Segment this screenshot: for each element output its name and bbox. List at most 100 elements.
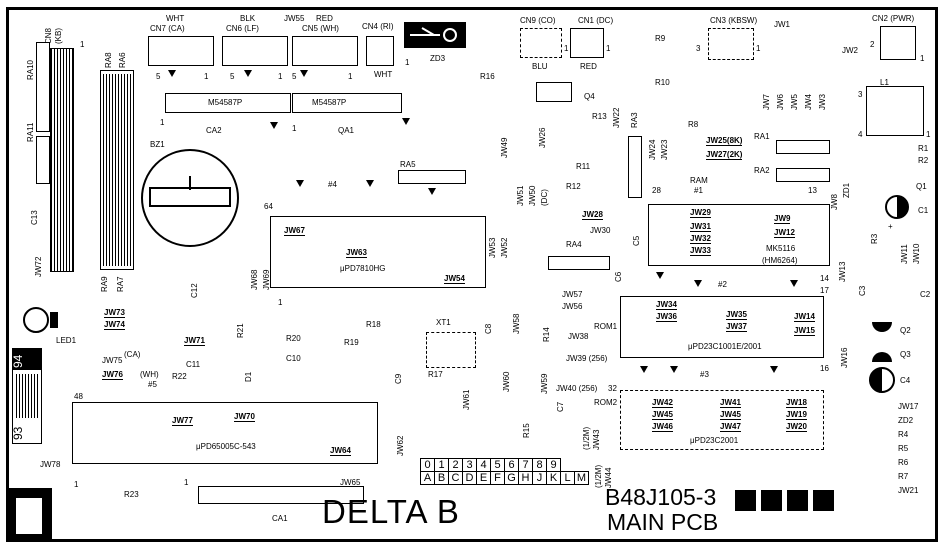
- c2-label: C2: [920, 290, 931, 299]
- upd7810hg-label: μPD7810HG: [340, 264, 386, 273]
- cn1-connector: [570, 28, 604, 58]
- qa1-marker: [402, 118, 410, 125]
- pin1-cn7: 1: [204, 72, 209, 81]
- jw72-label: JW72: [34, 256, 43, 277]
- jw61-label: JW61: [462, 389, 471, 410]
- jw27-label: JW27(2K): [706, 150, 743, 160]
- legend-digit-cell: 3: [462, 458, 477, 472]
- cn6-connector: [222, 36, 288, 66]
- q1-label: Q1: [916, 182, 927, 191]
- ra1-block: [776, 140, 830, 154]
- jw54-label: JW54: [444, 274, 465, 284]
- jw67-label: JW67: [284, 226, 305, 236]
- cn4-connector: [366, 36, 394, 66]
- jw57-label: JW57: [562, 290, 583, 299]
- legend-letter-cell: L: [560, 471, 575, 485]
- jw28-label: JW28: [582, 210, 603, 220]
- legend-digit-cell: 7: [518, 458, 533, 472]
- ra10-block: [36, 42, 50, 132]
- legend-digit-cell: 5: [490, 458, 505, 472]
- pin1-cn9: 1: [564, 44, 569, 53]
- jw65-label: JW65: [340, 478, 361, 487]
- jw31-label: JW31: [690, 222, 711, 232]
- pin28-label: 28: [652, 186, 661, 195]
- n93-label: 93: [11, 426, 25, 440]
- legend-letter-cell: D: [462, 471, 477, 485]
- ic-upd7810hg: [270, 216, 486, 288]
- revision-square-2: [761, 490, 782, 511]
- cpu-marker-2: [366, 180, 374, 187]
- legend-letter-cell: G: [504, 471, 519, 485]
- jw5-label: JW5: [790, 94, 799, 110]
- pin1-ca1: 1: [184, 478, 189, 487]
- jw20-label: JW20: [786, 422, 807, 432]
- jw39-label: JW39 (256): [566, 354, 608, 363]
- jw59-label: JW59: [540, 373, 549, 394]
- l1-inductor: [866, 86, 924, 136]
- jw62-label: JW62: [396, 435, 405, 456]
- ra2-label: RA2: [754, 166, 770, 175]
- mk5116-label: MK5116: [766, 244, 796, 253]
- rom2-chip-label: μPD23C2001: [690, 436, 739, 445]
- rom1-label: ROM1: [594, 322, 618, 331]
- ca2-marker: [270, 122, 278, 129]
- q4-label: Q4: [584, 92, 595, 101]
- cn7-pin-marker: [168, 70, 176, 77]
- d1-label: D1: [244, 371, 253, 382]
- socket2-label: #2: [718, 280, 727, 289]
- r21-label: R21: [236, 323, 245, 338]
- bz1-label: BZ1: [150, 140, 165, 149]
- pin1-cn6: 1: [278, 72, 283, 81]
- n94-label: 94: [11, 354, 25, 368]
- jw6-label: JW6: [776, 94, 785, 110]
- pin1-l1: 1: [926, 130, 931, 139]
- jw63-label: JW63: [346, 248, 367, 258]
- r4-label: R4: [898, 430, 909, 439]
- bz1-buzzer: [141, 149, 239, 247]
- ram-marker-1: [656, 272, 664, 279]
- jw9-label: JW9: [774, 214, 791, 224]
- ra9-label: RA9: [100, 276, 109, 292]
- cn9-connector: [520, 28, 562, 58]
- jw78-label: JW78: [40, 460, 61, 469]
- cn3-label: CN3 (KBSW): [710, 16, 758, 25]
- ra11-label: RA11: [26, 122, 35, 142]
- jw35-label: JW35: [726, 310, 747, 320]
- cn9-label: CN9 (CO): [520, 16, 556, 25]
- pin32-label: 32: [608, 384, 617, 393]
- pin5-cn7: 5: [156, 72, 161, 81]
- l1-label: L1: [880, 78, 889, 87]
- pin5-cn6: 5: [230, 72, 235, 81]
- socket5-label: #5: [148, 380, 157, 389]
- pin13-label: 13: [808, 186, 817, 195]
- legend-letter-cell: A: [420, 471, 435, 485]
- r8-label: R8: [688, 120, 699, 129]
- legend-digit-cell: 9: [546, 458, 561, 472]
- jw49-label: JW49: [500, 137, 509, 158]
- jw7-label: JW7: [762, 94, 771, 110]
- jw53-label: JW53: [488, 237, 497, 258]
- legend-digit-cell: 2: [448, 458, 463, 472]
- ra3-block: [628, 136, 642, 198]
- jw29-label: JW29: [690, 208, 711, 218]
- jw43-sub: (1/2M): [582, 426, 591, 450]
- r7-label: R7: [898, 472, 909, 481]
- r23-label: R23: [124, 490, 139, 499]
- connector-9394-pins: [16, 374, 38, 418]
- cn6-label: CN6 (LF): [226, 24, 259, 33]
- jw3-label: JW3: [818, 94, 827, 110]
- jw14-label: JW14: [794, 312, 815, 322]
- r6-label: R6: [898, 458, 909, 467]
- xt1-label: XT1: [436, 318, 451, 327]
- c6-label: C6: [614, 271, 623, 282]
- ic-m54587p-left: [165, 93, 291, 113]
- revision-square-1: [735, 490, 756, 511]
- legend-letter-cell: F: [490, 471, 505, 485]
- jw2-label: JW2: [842, 46, 858, 55]
- cn2-connector: [880, 26, 916, 60]
- legend-letter-cell: B: [434, 471, 449, 485]
- pin3-l1: 3: [858, 90, 863, 99]
- ra5-label: RA5: [400, 160, 416, 169]
- pin4-l1: 4: [858, 130, 863, 139]
